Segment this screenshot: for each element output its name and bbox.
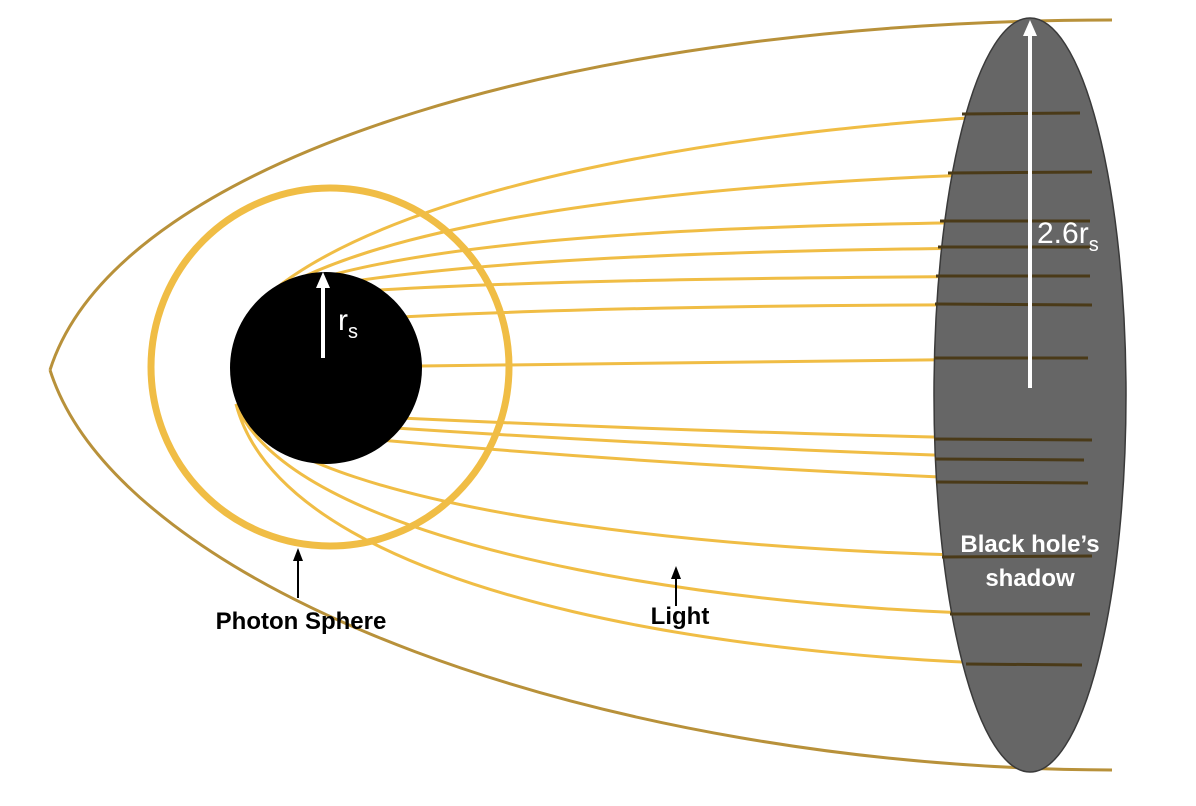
shadow-radius-arrow <box>1023 20 1037 388</box>
shadow-ray-overlay <box>941 554 1093 559</box>
rs-label: rs <box>338 304 358 343</box>
shadow-radius-label-main: 2.6r <box>1037 217 1089 250</box>
light-ray <box>260 111 1081 302</box>
shadow-label-line1: Black hole’s <box>960 531 1099 558</box>
light-pointer <box>671 566 681 606</box>
photon-sphere-label: Photon Sphere <box>216 608 387 635</box>
rs-label-sub: s <box>348 321 358 343</box>
rs-label-main: r <box>338 304 348 337</box>
shadow-label-line2: shadow <box>985 565 1075 592</box>
shadow-ray-overlay <box>935 480 1089 485</box>
outer-ray-top <box>48 18 1113 371</box>
light-label: Light <box>651 603 710 630</box>
photon-sphere-pointer <box>293 548 303 598</box>
rs-arrow <box>316 272 330 358</box>
shadow-ellipse <box>933 17 1127 773</box>
photon-sphere-ring <box>147 184 513 550</box>
outer-ray-bottom <box>48 369 1113 772</box>
black-hole <box>230 272 422 464</box>
shadow-ray-overlay <box>965 662 1083 667</box>
shadow-radius-label-sub: s <box>1089 234 1099 256</box>
light-ray <box>234 403 1083 667</box>
shadow-ray-overlay <box>933 437 1093 442</box>
shadow-ray-overlay <box>961 111 1081 116</box>
shadow-ray-overlays <box>933 111 1093 667</box>
shadow-ray-overlay <box>934 457 1085 462</box>
shadow-ray-overlay <box>934 302 1093 307</box>
shadow-ray-overlay <box>947 170 1093 175</box>
shadow-radius-label: 2.6rs <box>1037 217 1099 256</box>
